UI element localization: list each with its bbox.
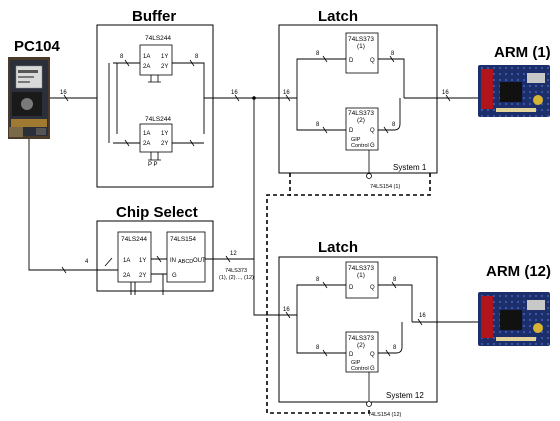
pin-q: Q [370, 352, 375, 358]
pin-1a: 1A [143, 131, 150, 137]
pin-2a: 2A [143, 141, 150, 147]
decoder-12-label: 74LS154 (12) [368, 412, 401, 418]
pin-g: G [370, 143, 375, 149]
arm-12-board-image [478, 292, 550, 346]
bus-width: 16 [283, 307, 290, 313]
pin-1y: 1Y [139, 258, 146, 264]
pin-2y: 2Y [139, 273, 146, 279]
pin-g: G [370, 366, 375, 372]
pin-q: Q [370, 58, 375, 64]
bus-width: 8 [316, 345, 320, 351]
bus-width: 16 [231, 90, 238, 96]
decoder-1-label: 74LS154 (1) [370, 184, 400, 190]
latch-top-chip-1: 74LS373 (1) D Q [345, 32, 379, 74]
chip-label: 74LS154 [170, 236, 196, 243]
chip-unit: (2) [357, 342, 365, 349]
pin-1y: 1Y [161, 54, 168, 60]
pin-d: D [349, 128, 354, 134]
bus-width: 8 [391, 51, 395, 57]
pin-2y: 2Y [161, 141, 168, 147]
chip-label: 74LS244 [121, 236, 147, 243]
bus-width: 8 [120, 54, 124, 60]
pin-q: Q [370, 285, 375, 291]
bus-width: 16 [283, 90, 290, 96]
pin-control: Control [351, 143, 369, 149]
select-line-dashed [266, 173, 431, 414]
pin-d: D [349, 285, 354, 291]
pin-1a: 1A [143, 54, 150, 60]
bus-width: 8 [392, 122, 396, 128]
chip-unit: (2) [357, 117, 365, 124]
chip-select-decoder: 74LS154 IN ABCD OUT G [166, 231, 206, 283]
chip-label: 74LS373 [348, 36, 374, 43]
arm-1-title: ARM (1) [494, 44, 551, 61]
pc104-board-image [8, 57, 50, 139]
system-12-label: System 12 [386, 391, 424, 400]
pin-1y: 1Y [161, 131, 168, 137]
pin-gip: GIP [351, 137, 361, 143]
select-range-label: (1), (2)…, (12) [219, 275, 254, 281]
pin-in: IN [170, 258, 176, 264]
buffer-chip-bottom: 74LS244 1A 2A 1Y 2Y P P [139, 116, 173, 168]
pin-d: D [349, 352, 354, 358]
bus-width: 8 [316, 277, 320, 283]
latch-bottom-title: Latch [318, 239, 358, 256]
chip-unit: (1) [357, 272, 365, 279]
select-chip-label: 74LS373 [225, 268, 247, 274]
latch-top-title: Latch [318, 8, 358, 25]
pin-g: G [172, 273, 177, 279]
buffer-chip-bottom-label: 74LS244 [145, 116, 171, 123]
bus-width: 8 [316, 122, 320, 128]
pin-q: Q [370, 128, 375, 134]
bus-width: 16 [442, 90, 449, 96]
arm-12-title: ARM (12) [486, 263, 551, 280]
bus-width: 8 [316, 51, 320, 57]
latch-bottom-chip-1: 74LS373 (1) D Q [345, 261, 379, 299]
chip-select-buffer: 74LS244 1A 1Y 2A 2Y [117, 231, 152, 283]
bus-width: 8 [195, 54, 199, 60]
bus-width: 16 [60, 90, 67, 96]
pin-control: Control [351, 366, 369, 372]
buffer-chip-top: 74LS244 1A 2A 1Y 2Y [139, 35, 173, 83]
pin-2a: 2A [123, 273, 130, 279]
latch-top-chip-2: 74LS373 (2) D Q GIP Control G [345, 107, 379, 151]
pin-2y: 2Y [161, 64, 168, 70]
arm-1-board-image [478, 65, 550, 117]
pin-2a: 2A [143, 64, 150, 70]
chip-unit: (1) [357, 43, 365, 50]
buffer-title: Buffer [132, 8, 176, 25]
pin-1a: 1A [123, 258, 130, 264]
chip-label: 74LS373 [348, 335, 374, 342]
pin-gip: GIP [351, 360, 361, 366]
pin-d: D [349, 58, 354, 64]
chip-label: 74LS373 [348, 110, 374, 117]
chip-select-title: Chip Select [116, 204, 198, 221]
bus-width: 8 [393, 345, 397, 351]
svg-text:P P: P P [148, 162, 158, 168]
chip-label: 74LS373 [348, 265, 374, 272]
pin-in-sub: ABCD [178, 259, 193, 265]
buffer-chip-top-label: 74LS244 [145, 35, 171, 42]
pc104-title: PC104 [14, 38, 61, 55]
bus-width: 4 [85, 259, 89, 265]
latch-bottom-chip-2: 74LS373 (2) D Q GIP Control G [345, 331, 379, 373]
bus-width: 12 [230, 251, 237, 257]
system-1-label: System 1 [393, 163, 427, 172]
bus-width: 8 [393, 277, 397, 283]
pin-out: OUT [193, 258, 206, 264]
bus-width: 16 [419, 313, 426, 319]
